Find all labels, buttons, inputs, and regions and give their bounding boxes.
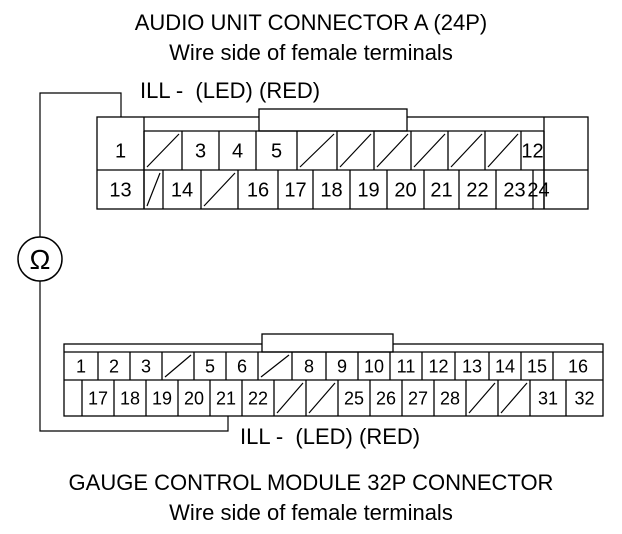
empty-terminal-slash	[450, 133, 483, 168]
terminal-number: 22	[466, 180, 488, 202]
empty-terminal-slash	[376, 133, 409, 168]
terminal-number: 18	[120, 388, 140, 408]
terminal-number: 25	[344, 388, 364, 408]
terminal-number: 3	[141, 356, 151, 376]
terminal-number: 27	[408, 388, 428, 408]
empty-terminal-slash	[146, 133, 180, 168]
empty-terminal-slash	[299, 133, 335, 168]
audio-connector-subtitle: Wire side of female terminals	[169, 40, 453, 65]
terminal-number: 21	[216, 388, 236, 408]
empty-terminal-slash	[308, 382, 336, 414]
gauge-connector-subtitle: Wire side of female terminals	[169, 500, 453, 525]
terminal-number: 12	[428, 356, 448, 376]
ohmmeter: Ω	[17, 236, 63, 282]
terminal-number: 1	[76, 356, 86, 376]
terminal-number: 16	[568, 356, 588, 376]
terminal-number: 5	[271, 141, 282, 163]
audio-probe-label: ILL - (LED) (RED)	[140, 78, 321, 103]
terminal-number: 16	[247, 180, 269, 202]
terminal-number: 22	[248, 388, 268, 408]
empty-terminal-slash	[413, 133, 446, 168]
gauge-connector	[63, 333, 604, 417]
terminal-number: 26	[376, 388, 396, 408]
audio-connector-title: AUDIO UNIT CONNECTOR A (24P)	[134, 10, 488, 35]
terminal-number: 21	[430, 180, 452, 202]
terminal-number: 4	[232, 141, 243, 163]
ohm-symbol: Ω	[30, 244, 51, 275]
empty-terminal-slash	[164, 354, 192, 378]
empty-terminal-slash	[487, 133, 519, 168]
terminal-number: 19	[152, 388, 172, 408]
terminal-number: 17	[88, 388, 108, 408]
terminal-number: 20	[394, 180, 416, 202]
empty-terminal-slash	[500, 382, 528, 414]
terminal-number: 24	[527, 180, 549, 202]
terminal-number: 12	[521, 141, 543, 163]
terminal-number: 31	[538, 388, 558, 408]
terminal-number: 14	[495, 356, 515, 376]
empty-terminal-slash	[203, 172, 236, 207]
empty-terminal-slash	[339, 133, 372, 168]
ohmmeter-icon	[17, 236, 63, 282]
terminal-number: 13	[462, 356, 482, 376]
gauge-probe-label: ILL - (LED) (RED)	[240, 424, 421, 449]
terminal-number: 6	[237, 356, 247, 376]
ohmmeter-leads	[39, 92, 229, 432]
empty-terminal-slash	[146, 172, 161, 207]
terminal-number: 3	[195, 141, 206, 163]
terminal-number: 18	[320, 180, 342, 202]
empty-terminal-slash	[468, 382, 496, 414]
terminal-number: 19	[357, 180, 379, 202]
gauge-connector-title: GAUGE CONTROL MODULE 32P CONNECTOR	[68, 470, 554, 495]
terminal-number: 1	[115, 141, 126, 163]
terminal-number: 14	[171, 180, 193, 202]
terminal-number: 9	[337, 356, 347, 376]
terminal-number: 23	[503, 180, 525, 202]
terminal-number: 28	[440, 388, 460, 408]
terminal-number: 8	[304, 356, 314, 376]
audio-connector-lock-tab	[258, 108, 408, 132]
empty-terminal-slash	[276, 382, 304, 414]
lead-to-gauge-pin-21	[39, 281, 229, 432]
empty-terminal-slash	[260, 354, 290, 378]
terminal-number: 13	[109, 180, 131, 202]
terminal-number: 15	[527, 356, 547, 376]
terminal-number: 17	[284, 180, 306, 202]
terminal-number: 20	[184, 388, 204, 408]
terminal-number: 10	[364, 356, 384, 376]
gauge-connector-lock-tab	[261, 333, 394, 353]
lead-to-audio-pin-1	[39, 92, 122, 237]
terminal-number: 2	[109, 356, 119, 376]
terminal-number: 32	[574, 388, 594, 408]
terminal-number: 5	[205, 356, 215, 376]
terminal-number: 11	[397, 356, 416, 376]
